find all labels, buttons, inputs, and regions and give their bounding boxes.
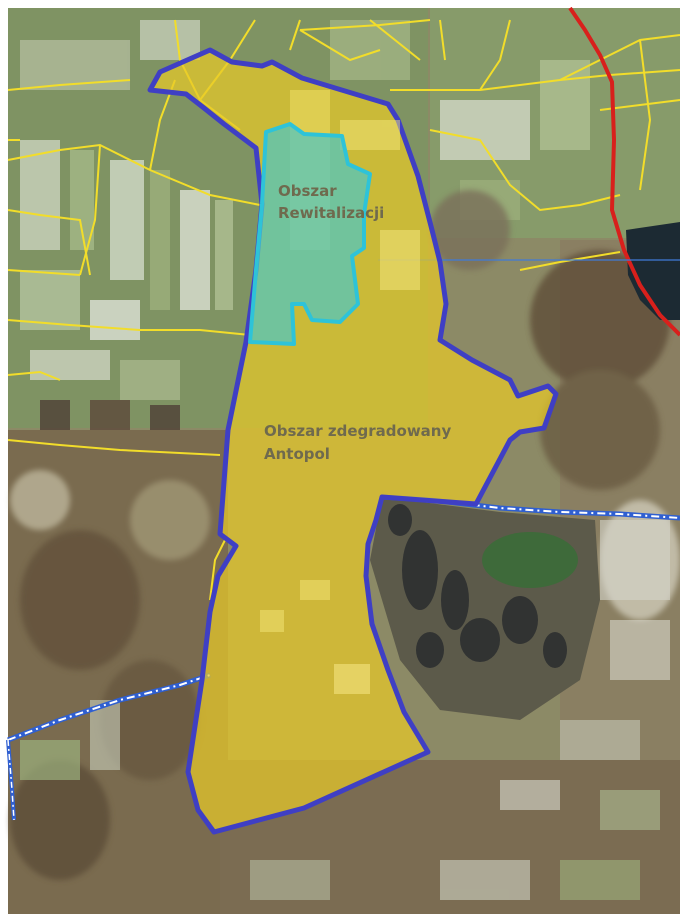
revitalization-label-line2: Rewitalizacji: [278, 204, 384, 222]
degraded-label-line1: Obszar zdegradowany: [264, 422, 451, 440]
degraded-label-line2: Antopol: [264, 445, 330, 463]
peat-bog-area: [370, 497, 600, 720]
province-border: [568, 6, 680, 337]
road-network: [7, 19, 680, 601]
lake: [626, 222, 680, 320]
revitalization-label-line1: Obszar: [278, 182, 337, 200]
revitalization-area-polygon: [248, 122, 372, 346]
